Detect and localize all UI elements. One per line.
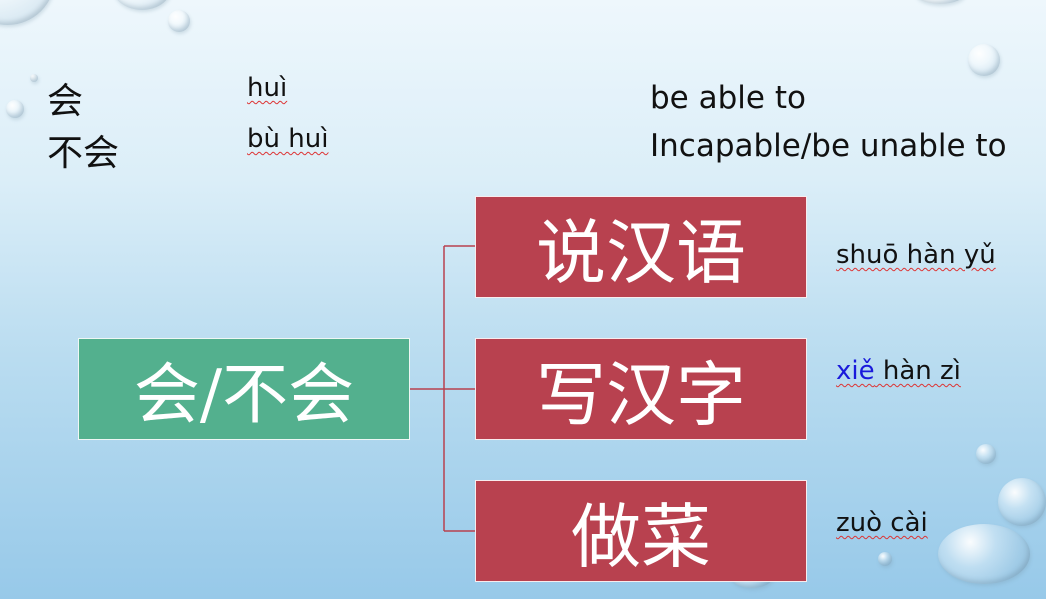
vocab-english-bu-hui: Incapable/be unable to [650,128,1007,164]
water-droplet-decoration [976,444,996,464]
vocab-pinyin-bu-hui: bù huì [247,124,329,154]
vocab-pinyin-hui: huì [247,73,288,103]
pinyin-highlight-xie: xiě [836,356,875,386]
water-droplet-decoration [6,100,24,118]
water-droplet-decoration [878,552,892,566]
branch-pinyin-xie-han-zi: xiě hàn zì [836,356,961,386]
root-node-hui-bu-hui: 会/不会 [78,338,410,440]
water-droplet-decoration [112,0,172,10]
water-droplet-decoration [998,478,1046,526]
water-droplet-decoration [168,10,190,32]
branch-pinyin-shuo-han-yu: shuō hàn yǔ [836,240,996,270]
vocab-chinese-hui: 会 [47,81,84,122]
water-droplet-decoration [938,524,1030,584]
water-droplet-decoration [915,0,965,4]
pinyin-han-zi: hàn zì [874,356,961,386]
branch-node-zuo-cai: 做菜 [475,480,807,582]
branch-node-xie-han-zi: 写汉字 [475,338,807,440]
water-droplet-decoration [968,44,1000,76]
branch-node-shuo-han-yu: 说汉语 [475,196,807,298]
vocab-chinese-bu-hui: 不会 [47,133,120,174]
water-droplet-decoration [30,74,38,82]
vocab-english-hui: be able to [650,80,806,116]
branch-pinyin-zuo-cai: zuò cài [836,508,928,538]
